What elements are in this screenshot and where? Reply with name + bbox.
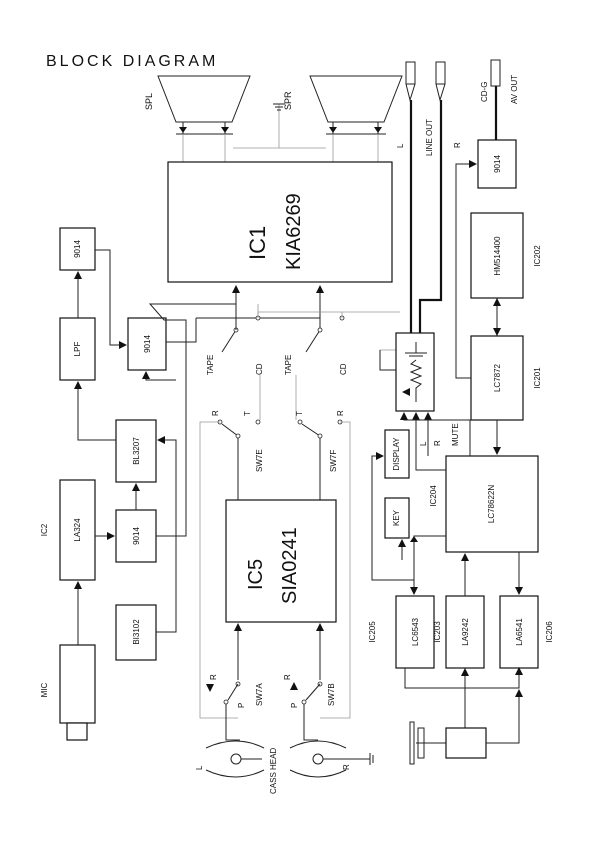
- ic1-name: IC1: [245, 226, 270, 260]
- speaker-left-label: SPL: [144, 93, 154, 110]
- lc78622n-block: [445, 455, 539, 553]
- tr-9014-mix-label: 9014: [143, 335, 152, 353]
- ic206-label: IC206: [545, 621, 554, 643]
- ic204-label: IC204: [429, 485, 438, 507]
- cass-head-label: CASS HEAD: [269, 748, 278, 794]
- sw7b-p-label: P: [290, 703, 299, 708]
- hm514400-block: [470, 212, 524, 299]
- motor-pickup-icon: [409, 721, 487, 765]
- bl3207-block: [115, 419, 157, 483]
- bi3102-block: [115, 604, 157, 661]
- display-label: DISPLAY: [392, 437, 401, 471]
- tape-right-label: TAPE: [284, 355, 293, 375]
- ic5-name: IC5: [245, 559, 267, 590]
- lpf-label: LPF: [73, 342, 82, 357]
- sw7e-t-label: T: [243, 411, 252, 416]
- tape-left-label: TAPE: [206, 355, 215, 375]
- speaker-left-icon: [157, 75, 251, 135]
- tr-9014-top-label: 9014: [73, 240, 82, 258]
- lc6543-label: LC6543: [411, 617, 420, 646]
- mute-capacitor-icon: [405, 342, 427, 357]
- line-out-r-label: R: [453, 142, 462, 148]
- mute-output-block: [395, 332, 435, 412]
- key-label: KEY: [392, 509, 401, 526]
- cdg-label: CD-G: [480, 82, 489, 102]
- la9242-label: LA9242: [461, 618, 470, 646]
- la6541-block: [499, 595, 539, 669]
- sw7b-play-arrow-icon: [290, 682, 298, 690]
- bl3207-label: BL3207: [132, 437, 141, 465]
- ic201-label: IC201: [533, 367, 542, 389]
- bi3102-label: BI3102: [132, 619, 141, 645]
- speaker-right-label: SPR: [283, 91, 293, 110]
- ic202-label: IC202: [533, 245, 542, 267]
- head-ground-icon: [369, 753, 374, 765]
- sw7e-label: SW7E: [255, 449, 264, 472]
- display-block: [384, 429, 410, 479]
- mute-label: MUTE: [451, 423, 460, 446]
- tr-9014-mid-block: [115, 509, 157, 563]
- sw7b-r-label: R: [283, 674, 292, 680]
- av-out-jack-icon: [490, 59, 501, 87]
- mute-resistor-icon: [402, 359, 423, 402]
- tr-9014-avout-block: [477, 139, 517, 189]
- av-out-label: AV OUT: [510, 75, 519, 104]
- la6541-label: LA6541: [515, 618, 524, 646]
- mic-plug-icon: [66, 722, 88, 741]
- speaker-right-icon: [309, 75, 403, 135]
- sw7e-r-label: R: [211, 410, 220, 416]
- ic1-block: [167, 161, 393, 283]
- ground-symbol-icon: [273, 103, 285, 111]
- diagram-title: BLOCK DIAGRAM: [46, 53, 218, 70]
- mic-label: MIC: [40, 682, 49, 697]
- ic205-label: IC205: [368, 621, 377, 643]
- lc6543-block: [395, 595, 435, 669]
- lc7872-label: LC7872: [493, 363, 502, 392]
- sw7f-t-label: T: [295, 411, 304, 416]
- ic5-block: [225, 499, 337, 623]
- sw7a-p-label: P: [237, 703, 246, 708]
- key-block: [384, 497, 410, 539]
- ic2-label: IC2: [40, 523, 49, 536]
- tr-9014-top-block: [59, 227, 96, 271]
- line-out-jack-r-icon: [435, 61, 446, 102]
- head-l-label: L: [195, 765, 204, 770]
- head-r-label: R: [342, 764, 351, 770]
- la9242-block: [445, 595, 485, 669]
- line-out-l-label: L: [396, 143, 405, 148]
- cassette-head-left-icon: [205, 740, 265, 778]
- cd-left-label: CD: [255, 363, 264, 375]
- sw7a-record-arrow-icon: [206, 684, 214, 692]
- sw7a-label: SW7A: [255, 683, 264, 706]
- sw7a-r-label: R: [209, 674, 218, 680]
- mute-r-label: R: [433, 440, 442, 446]
- line-out-label: LINE OUT: [425, 119, 434, 156]
- cassette-head-right-icon: [289, 740, 370, 778]
- la324-block: [59, 479, 96, 581]
- lc78622n-label: LC78622N: [487, 485, 496, 523]
- tr-9014-mix-block: [127, 317, 167, 371]
- sw7b-label: SW7B: [327, 683, 336, 706]
- sw7f-label: SW7F: [329, 450, 338, 472]
- sw7f-r-label: R: [336, 410, 345, 416]
- ic1-part: KIA6269: [283, 193, 305, 270]
- hm514400-label: HM514400: [493, 236, 502, 276]
- cd-right-label: CD: [339, 363, 348, 375]
- line-out-jack-l-icon: [405, 61, 416, 102]
- mute-l-label: L: [419, 441, 428, 446]
- tr-9014-avout-label: 9014: [493, 155, 502, 173]
- la324-label: LA324: [73, 518, 82, 542]
- ic203-label: IC203: [433, 621, 442, 643]
- ic5-part: SIA0241: [279, 527, 301, 604]
- tr-9014-mid-label: 9014: [132, 527, 141, 545]
- mic-block: [59, 644, 96, 724]
